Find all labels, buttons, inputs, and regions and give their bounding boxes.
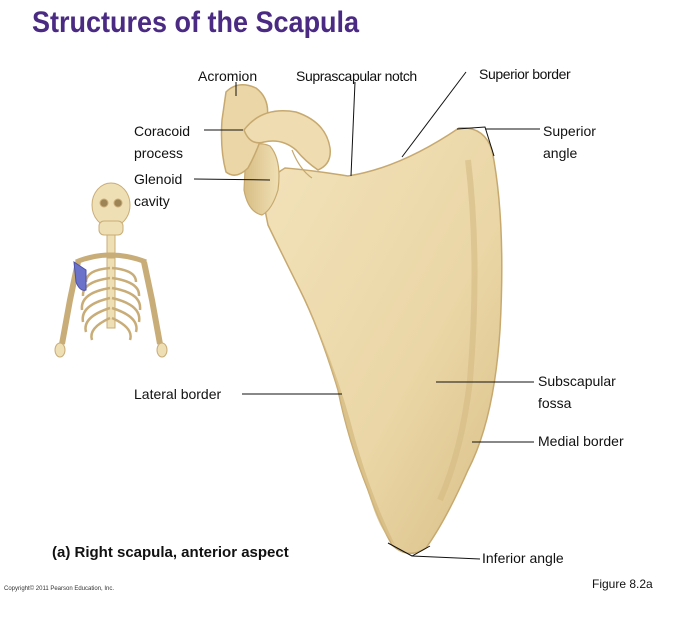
label-superior-angle-line1: Superior [543,123,596,139]
leader-lines [193,71,540,560]
label-subscapular-line2: fossa [538,395,572,411]
label-suprascapular-notch: Suprascapular notch [296,68,417,84]
page-title: Structures of the Scapula [32,6,360,39]
label-superior-angle-line2: angle [543,145,578,161]
label-coracoid-line1: Coracoid [134,123,191,139]
skeleton-icon [54,182,168,358]
label-glenoid-line2: cavity [134,193,170,209]
label-coracoid-line2: process [134,145,184,161]
label-medial-border: Medial border [538,433,624,449]
figure-caption: (a) Right scapula, anterior aspect [52,544,289,561]
label-acromion: Acromion [198,68,258,84]
label-lateral-border: Lateral border [134,386,222,402]
copyright-notice: Copyright© 2011 Pearson Education, Inc. [4,586,115,592]
figure-number: Figure 8.2a [592,577,653,591]
label-inferior-angle: Inferior angle [482,550,564,566]
label-glenoid-line1: Glenoid [134,171,183,187]
label-subscapular-line1: Subscapular [538,373,616,389]
label-superior-border: Superior border [479,66,571,82]
scapula-bone [220,84,503,554]
